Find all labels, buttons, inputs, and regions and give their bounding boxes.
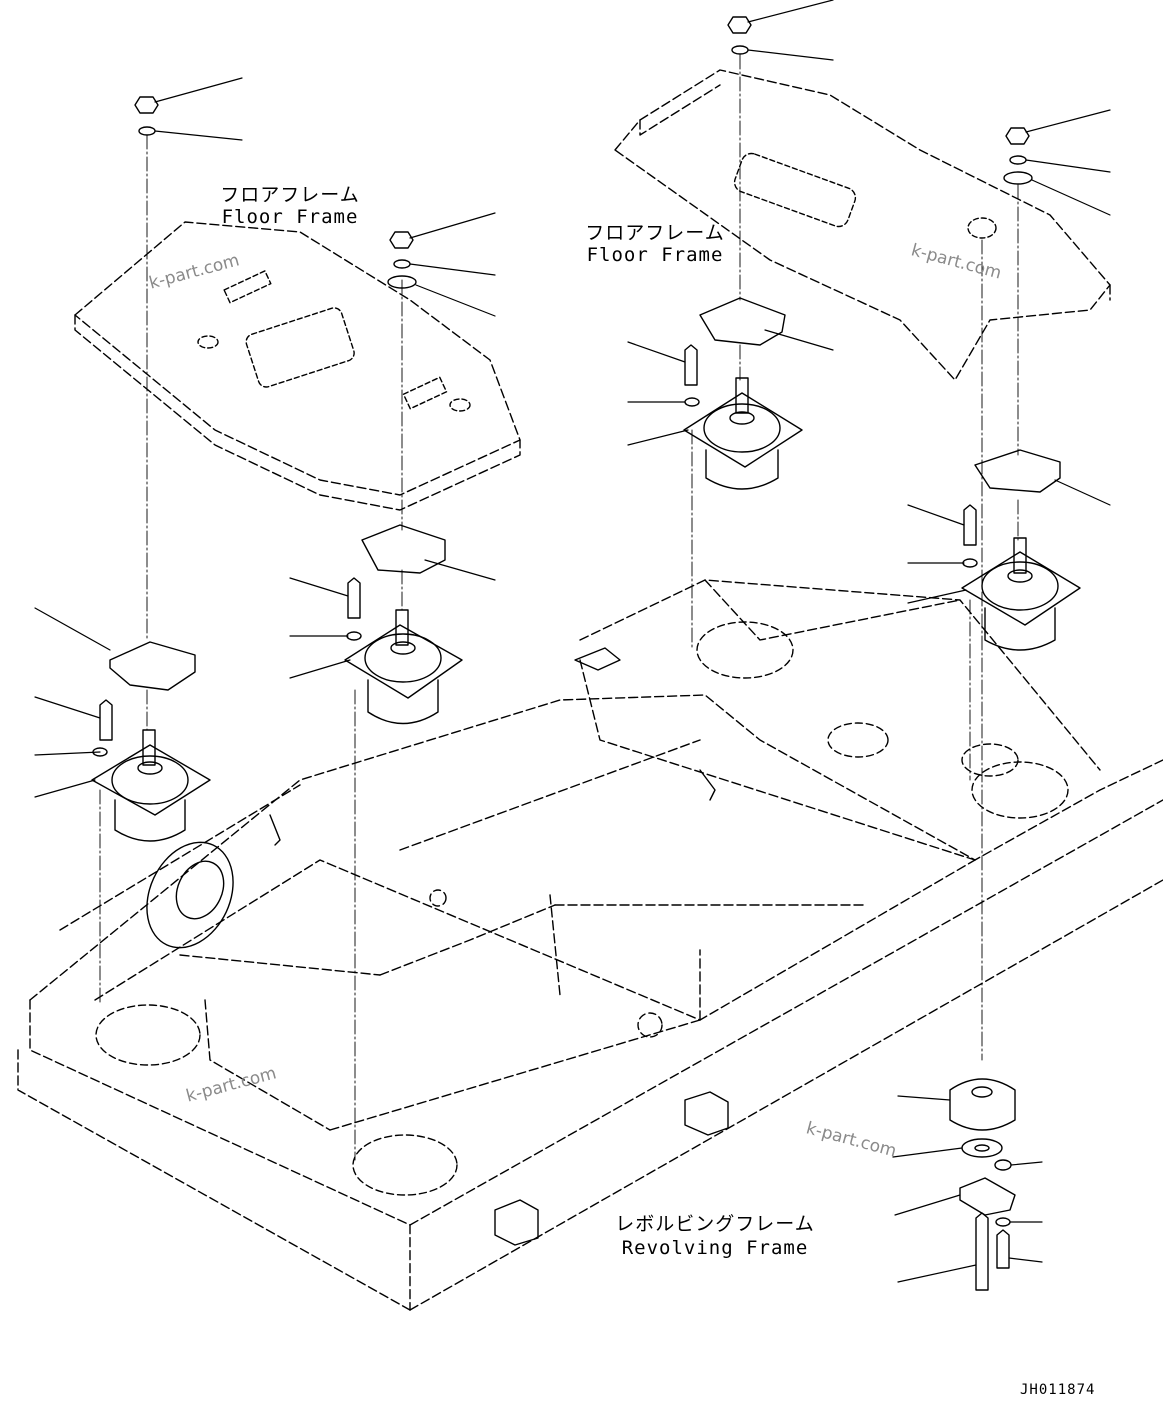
- mount-assembly-left: [91, 96, 211, 842]
- stopper-plate-icon: [699, 297, 786, 346]
- lower-hardware-stack: [949, 1078, 1016, 1291]
- floor-frame-right: [614, 69, 1111, 381]
- stopper-plate-icon: [109, 641, 196, 691]
- rubber-mount-icon: [683, 377, 803, 490]
- leader-lines: [34, 0, 1111, 1283]
- rubber-mount-icon: [344, 609, 463, 725]
- revolving-frame: [17, 579, 1163, 1311]
- bolt-icon: [996, 1229, 1010, 1269]
- nut-icon: [134, 96, 159, 114]
- bolt-icon: [347, 577, 361, 619]
- washer-icon: [684, 397, 700, 407]
- cushion-icon: [949, 1078, 1016, 1131]
- nut-icon: [389, 231, 414, 249]
- revolving-frame-label-en: Revolving Frame: [621, 1237, 809, 1259]
- washer-icon: [962, 558, 978, 568]
- frame-brackets: [146, 647, 729, 1246]
- washer-icon: [1003, 171, 1033, 185]
- nut-icon: [1005, 127, 1030, 145]
- mount-assembly-center: [344, 231, 463, 725]
- frame-openings: [95, 621, 1069, 1196]
- washer-icon: [1009, 155, 1027, 165]
- rubber-mount-icon: [91, 729, 211, 842]
- rubber-mount-icon: [961, 537, 1081, 651]
- stopper-plate-icon: [361, 524, 446, 574]
- washer-icon: [393, 259, 411, 269]
- stopper-plate-icon: [974, 449, 1061, 493]
- washer-icon: [961, 1138, 1003, 1158]
- floor-frame-label-left-en: Floor Frame: [221, 206, 359, 228]
- floor-frame-left-details: [197, 270, 471, 412]
- floor-frame-label-right-en: Floor Frame: [586, 244, 724, 266]
- retainer-plate-icon: [959, 1177, 1016, 1216]
- washer-icon: [138, 126, 156, 136]
- bolt-icon: [963, 504, 977, 546]
- long-bolt-icon: [975, 1212, 989, 1291]
- assembly-center-lines: [99, 54, 1019, 1161]
- mount-assembly-right: [961, 127, 1081, 651]
- bolt-icon: [99, 699, 113, 741]
- washer-icon: [346, 631, 362, 641]
- drawing-code: JH011874: [1020, 1382, 1096, 1398]
- floor-frame-left: [74, 221, 521, 511]
- floor-frame-label-left-jp: フロアフレーム: [220, 184, 360, 206]
- nut-icon: [994, 1159, 1012, 1171]
- floor-frame-label-right-jp: フロアフレーム: [585, 222, 725, 244]
- nut-icon: [727, 16, 752, 34]
- mount-assembly-right-center: [683, 16, 803, 490]
- revolving-frame-label-jp: レボルビングフレーム: [615, 1213, 815, 1235]
- washer-icon: [387, 275, 417, 289]
- washer-icon: [731, 45, 749, 55]
- bolt-icon: [684, 344, 698, 386]
- washer-icon: [995, 1217, 1011, 1227]
- floor-frame-right-details: [733, 152, 997, 239]
